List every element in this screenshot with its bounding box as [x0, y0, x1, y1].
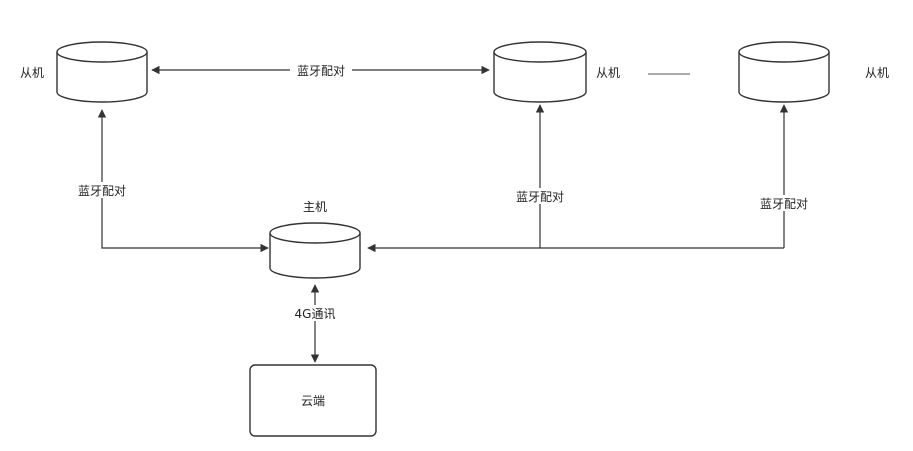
connectors — [102, 70, 784, 362]
node-host: 主机 — [270, 200, 360, 278]
cloud-label: 云端 — [301, 394, 325, 408]
slave-2-cylinder-top — [494, 42, 586, 62]
slave-1-label: 从机 — [20, 66, 44, 80]
slave-3-cylinder-top — [739, 42, 829, 62]
node-cloud: 云端 — [250, 365, 376, 436]
host-label: 主机 — [303, 200, 327, 214]
label-host-cloud: 4G通讯 — [295, 307, 336, 321]
slave-2-label: 从机 — [596, 66, 620, 80]
node-slave-3: 从机 — [739, 42, 889, 102]
edge-host-slave1 — [102, 110, 268, 248]
label-slave1-slave2: 蓝牙配对 — [297, 64, 345, 78]
label-host-slave2: 蓝牙配对 — [516, 190, 564, 204]
label-host-slave3: 蓝牙配对 — [760, 197, 808, 211]
node-slave-2: 从机 — [494, 42, 620, 102]
node-slave-1: 从机 — [20, 42, 147, 102]
slave-1-cylinder-top — [57, 42, 147, 62]
edge-labels: 蓝牙配对 蓝牙配对 蓝牙配对 蓝牙配对 4G通讯 — [70, 62, 816, 321]
host-cylinder-top — [270, 223, 360, 243]
label-host-slave1: 蓝牙配对 — [78, 184, 126, 198]
slave-3-label: 从机 — [865, 66, 889, 80]
